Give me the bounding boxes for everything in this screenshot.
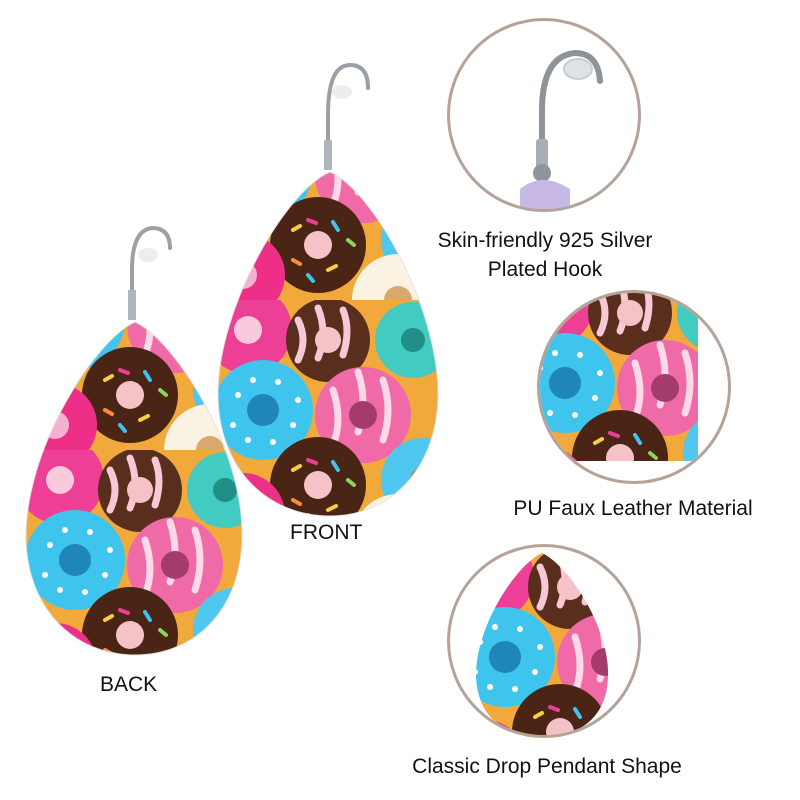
feature-hook-caption: Skin-friendly 925 Silver Plated Hook [400,226,690,284]
hook-icon [130,225,172,307]
back-earring [20,210,250,660]
front-earring [208,60,448,520]
feature-material-caption: PU Faux Leather Material [513,497,753,520]
feature-hook-line1: Skin-friendly 925 Silver [437,229,653,252]
material-closeup [537,290,731,484]
shape-closeup [447,544,641,738]
hook-closeup [447,18,641,212]
hook-icon [326,62,370,162]
hook-icon [539,49,603,174]
front-label: FRONT [290,521,363,544]
feature-shape-caption: Classic Drop Pendant Shape [412,755,682,778]
back-label: BACK [100,673,158,696]
feature-hook-line2: Plated Hook [487,258,603,281]
